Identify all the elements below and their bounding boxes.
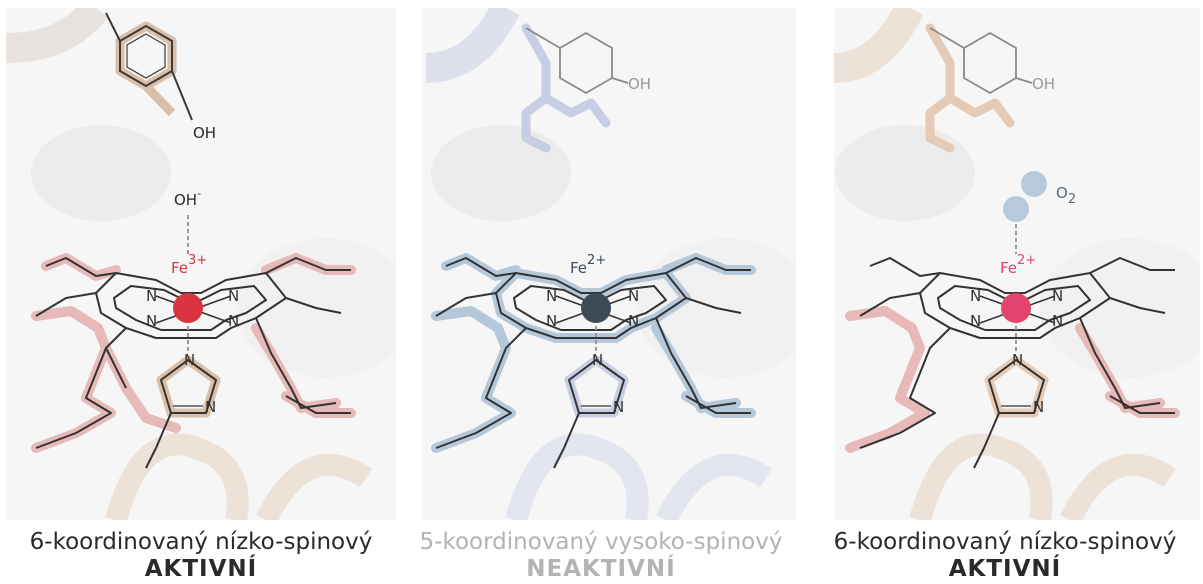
spin-state-caption: 6-koordinovaný nízko-spinový [6,528,396,556]
imidazole-n-label: N [205,398,216,416]
imidazole-n-label: N [592,351,603,369]
panel-inactive-ferrous: OH Fe2+ N N N N [406,0,796,584]
porphyrin-n-label: N [1052,287,1063,305]
spin-state-caption: 5-koordinovaný vysoko-spinový [406,528,796,556]
imidazole-n-label: N [1033,398,1044,416]
imidazole-n-label: N [184,351,195,369]
cavity-blob [835,125,975,221]
panel-active-ferrous-oxy: OH O2 Fe2+ N N [810,0,1200,584]
tyrosine-oh-label: OH [193,124,216,142]
porphyrin-n-label: N [628,312,639,330]
porphyrin-n-label: N [228,287,239,305]
porphyrin-n-label: N [546,312,557,330]
porphyrin-n-label: N [546,287,557,305]
iron-atom [581,293,611,323]
heme-diagram: OH O2 Fe2+ N N [810,8,1200,520]
activity-status: AKTIVNÍ [6,556,396,582]
imidazole-n-label: N [613,398,624,416]
imidazole-n-label: N [1012,351,1023,369]
porphyrin-n-label: N [970,287,981,305]
iron-atom [1001,293,1031,323]
panel-active-ferric: OH OH- N N [6,0,396,584]
tyrosine-oh-label: OH [1032,75,1055,93]
activity-status: NEAKTIVNÍ [406,556,796,582]
spin-state-caption: 6-koordinovaný nízko-spinový [810,528,1200,556]
activity-status: AKTIVNÍ [810,556,1200,582]
cavity-blob [431,125,571,221]
tyrosine-oh-label: OH [628,75,651,93]
axial-ligand-label: OH- [174,187,201,209]
porphyrin-n-label: N [1052,312,1063,330]
heme-diagram: OH OH- N N [6,8,396,520]
cavity-blob [31,125,171,221]
iron-atom [173,293,203,323]
porphyrin-n-label: N [228,312,239,330]
porphyrin-n-label: N [628,287,639,305]
porphyrin-n-label: N [146,312,157,330]
heme-diagram: OH Fe2+ N N N N [406,8,796,520]
porphyrin-n-label: N [146,287,157,305]
porphyrin-n-label: N [970,312,981,330]
